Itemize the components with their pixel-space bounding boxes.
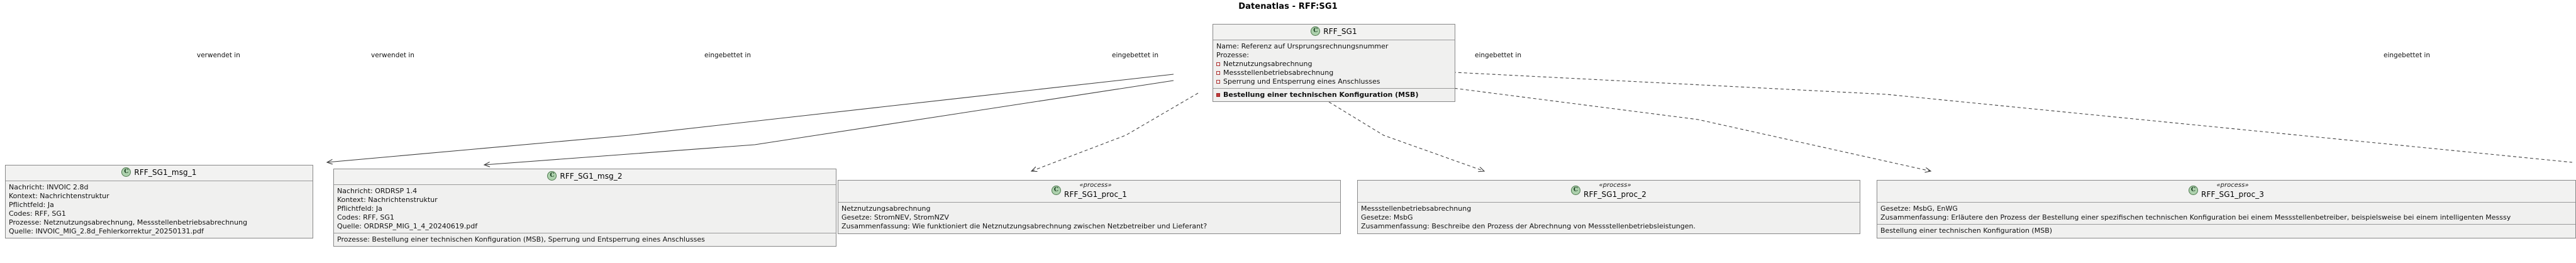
process-item[interactable]: Messstellenbetriebsabrechnung: [1216, 69, 1452, 77]
process-item-label: Bestellung einer technischen Konfigurati…: [1223, 91, 1419, 99]
attribute-nachricht: Nachricht: ORDRSP 1.4: [337, 186, 418, 195]
attribute-process-name: Bestellung einer technischen Konfigurati…: [1880, 227, 2053, 235]
square-bullet-filled-icon: [1216, 93, 1220, 98]
stereotype-label: «process»: [1599, 182, 1631, 189]
process-item[interactable]: Sperrung und Entsperrung eines Anschluss…: [1216, 77, 1452, 86]
class-node-title: RFF_SG1: [1323, 27, 1357, 36]
attribute-process-name: Netznutzungsabrechnung: [841, 204, 931, 213]
edge-label: verwendet in: [371, 52, 414, 59]
class-node-title: RFF_SG1_msg_2: [560, 172, 623, 181]
square-bullet-icon: [1216, 80, 1220, 84]
class-icon: C: [2189, 186, 2199, 196]
class-node-title: RFF_SG1_proc_3: [2201, 189, 2264, 199]
class-node-body: Gesetze: MsbG, EnWG Zusammenfassung: Erl…: [1877, 203, 2575, 224]
class-node-rff-sg1-proc-2[interactable]: C «process» RFF_SG1_proc_2 Messstellenbe…: [1357, 180, 1860, 234]
process-item-label: Messstellenbetriebsabrechnung: [1223, 69, 1334, 77]
attribute-pflichtfeld: Pflichtfeld: Ja: [337, 204, 382, 213]
class-icon: C: [121, 167, 131, 177]
class-node-title: RFF_SG1_proc_2: [1584, 189, 1646, 199]
stereotype-label: «process»: [2216, 182, 2249, 189]
class-node-header: C «process» RFF_SG1_proc_3: [1877, 181, 2575, 203]
class-icon: C: [1311, 26, 1321, 36]
class-node-footer-section: Prozesse: Bestellung einer technischen K…: [334, 233, 836, 246]
edge-label: eingebettet in: [1112, 52, 1159, 59]
square-bullet-icon: [1216, 62, 1220, 67]
process-item[interactable]: Netznutzungsabrechnung: [1216, 60, 1452, 69]
class-node-body: Netznutzungsabrechnung Gesetze: StromNEV…: [838, 203, 1340, 233]
process-item-highlighted[interactable]: Bestellung einer technischen Konfigurati…: [1216, 91, 1452, 99]
attribute-zusammenfassung: Zusammenfassung: Wie funktioniert die Ne…: [841, 222, 1208, 231]
attribute-quelle: Quelle: INVOIC_MIG_2.8d_Fehlerkorrektur_…: [9, 227, 204, 236]
attribute-prozesse: Prozesse: Netznutzungsabrechnung, Messst…: [9, 218, 248, 227]
attribute-quelle: Quelle: ORDRSP_MIG_1_4_20240619.pdf: [337, 222, 478, 231]
attribute-nachricht: Nachricht: INVOIC 2.8d: [9, 182, 89, 191]
attribute-gesetze: Gesetze: MsbG, EnWG: [1880, 204, 1958, 213]
class-icon: C: [547, 171, 557, 181]
class-node-body: Nachricht: INVOIC 2.8d Kontext: Nachrich…: [6, 181, 313, 238]
attribute-processes-label: Prozesse:: [1216, 50, 1249, 59]
class-node-body: Name: Referenz auf Ursprungsrechnungsnum…: [1213, 40, 1455, 88]
process-item-label: Netznutzungsabrechnung: [1223, 60, 1313, 69]
attribute-gesetze: Gesetze: StromNEV, StromNZV: [841, 213, 949, 222]
class-node-title: RFF_SG1_proc_1: [1064, 189, 1127, 199]
attribute-codes: Codes: RFF, SG1: [9, 210, 66, 218]
attribute-prozesse: Prozesse: Bestellung einer technischen K…: [337, 235, 705, 244]
class-node-rff-sg1-proc-1[interactable]: C «process» RFF_SG1_proc_1 Netznutzungsa…: [838, 180, 1341, 234]
attribute-process-name: Messstellenbetriebsabrechnung: [1361, 204, 1472, 213]
class-node-header: C «process» RFF_SG1_proc_2: [1358, 181, 1860, 203]
class-node-header: C «process» RFF_SG1_proc_1: [838, 181, 1340, 203]
attribute-name: Name: Referenz auf Ursprungsrechnungsnum…: [1216, 42, 1389, 50]
attribute-zusammenfassung: Zusammenfassung: Erläutere den Prozess d…: [1880, 213, 2511, 222]
edge-label: eingebettet in: [704, 52, 752, 59]
attribute-codes: Codes: RFF, SG1: [337, 213, 394, 222]
attribute-zusammenfassung: Zusammenfassung: Beschreibe den Prozess …: [1361, 222, 1696, 231]
class-node-footer-section: Bestellung einer technischen Konfigurati…: [1877, 224, 2575, 237]
class-node-body: Nachricht: ORDRSP 1.4 Kontext: Nachricht…: [334, 185, 836, 233]
attribute-kontext: Kontext: Nachrichtenstruktur: [9, 191, 109, 200]
class-node-title: RFF_SG1_msg_1: [134, 168, 197, 177]
attribute-gesetze: Gesetze: MsbG: [1361, 213, 1413, 222]
edge-label: eingebettet in: [1475, 52, 1522, 59]
edge-label: eingebettet in: [2384, 52, 2431, 59]
process-item-label: Sperrung und Entsperrung eines Anschluss…: [1223, 77, 1380, 86]
class-node-body: Messstellenbetriebsabrechnung Gesetze: M…: [1358, 203, 1860, 233]
class-icon: C: [1571, 186, 1581, 196]
stereotype-label: «process»: [1079, 182, 1112, 189]
page-title: Datenatlas - RFF:SG1: [1238, 2, 1338, 11]
edge-label: verwendet in: [197, 52, 240, 59]
square-bullet-icon: [1216, 71, 1220, 76]
class-node-highlight-section: Bestellung einer technischen Konfigurati…: [1213, 88, 1455, 101]
attribute-kontext: Kontext: Nachrichtenstruktur: [337, 195, 438, 204]
attribute-pflichtfeld: Pflichtfeld: Ja: [9, 201, 54, 210]
class-node-rff-sg1-proc-3[interactable]: C «process» RFF_SG1_proc_3 Gesetze: MsbG…: [1877, 180, 2576, 238]
class-icon: C: [1052, 186, 1062, 196]
